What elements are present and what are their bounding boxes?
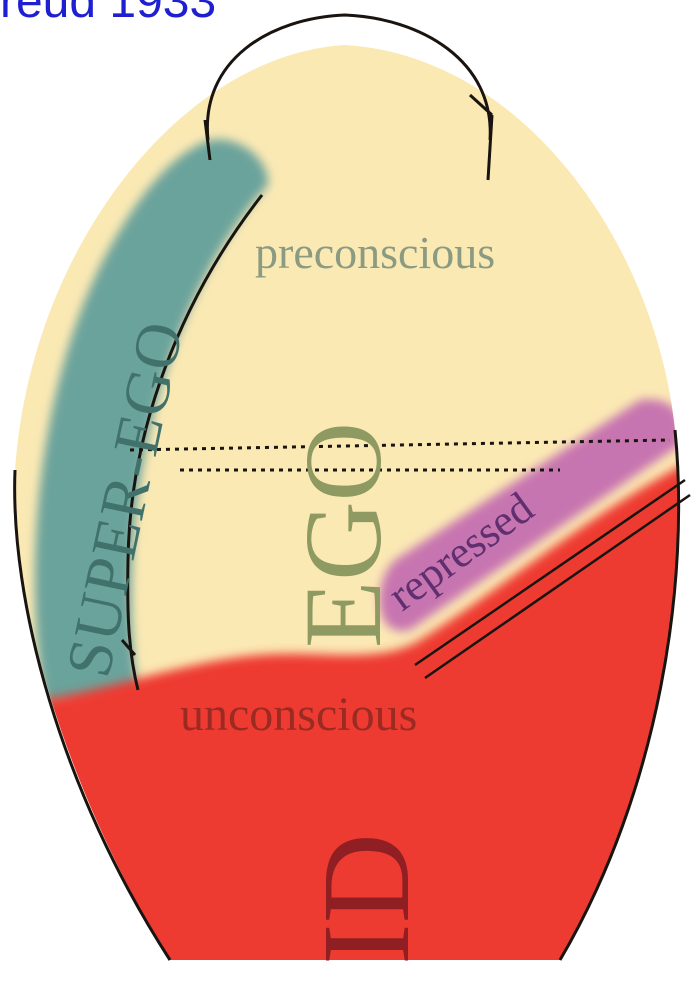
- preconscious-label: preconscious: [255, 227, 495, 278]
- id-label: ID: [298, 833, 436, 965]
- unconscious-label: unconscious: [180, 688, 417, 741]
- ego-label: EGO: [282, 422, 404, 648]
